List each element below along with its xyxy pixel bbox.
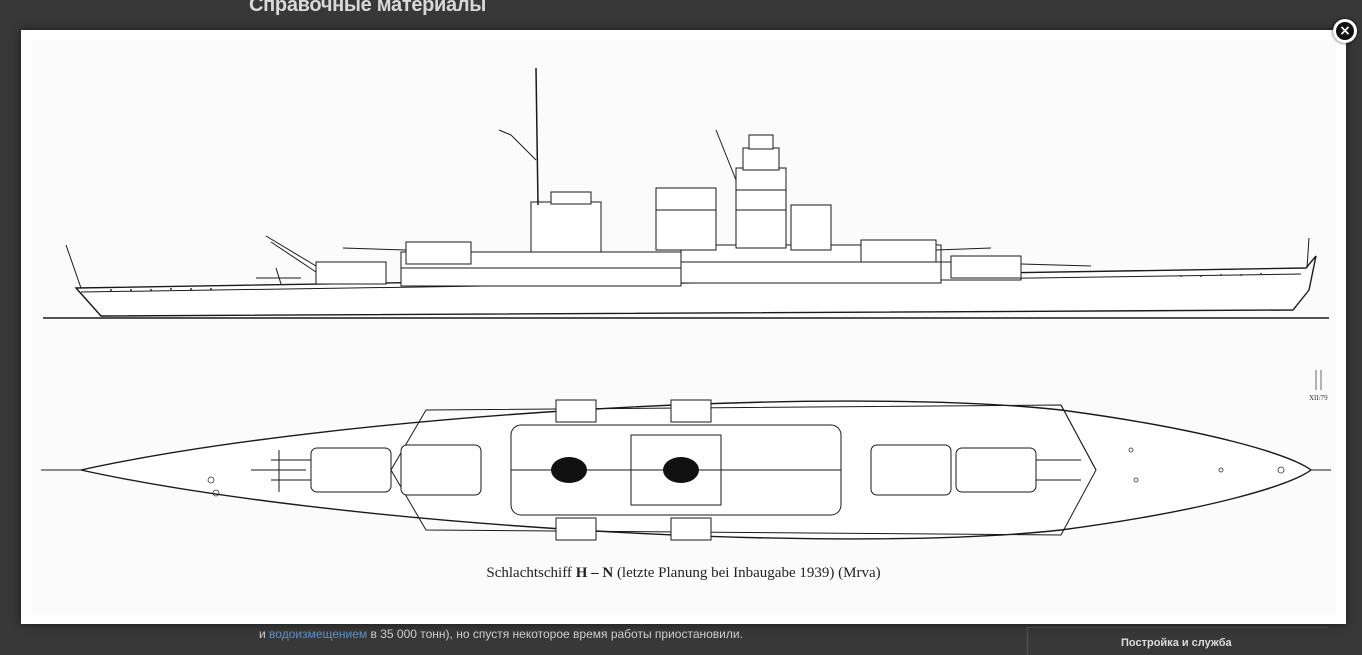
drawing-signature: XII/79 — [1309, 394, 1328, 402]
close-icon: × — [1336, 22, 1354, 40]
article-text-suffix: в 35 000 тонн), но спустя некоторое врем… — [367, 627, 743, 641]
caption-prefix: Schlachtschiff — [486, 565, 576, 581]
ship-drawing-image: XII/79 — [31, 40, 1336, 614]
article-text: и водоизмещением в 35 000 тонн), но спус… — [259, 627, 743, 641]
lightbox-close-button[interactable]: × — [1333, 19, 1357, 43]
caption-ship-name: H – N — [575, 565, 614, 581]
caption-suffix: (letzte Planung bei Inbaugabe 1939) (Mrv… — [613, 565, 881, 581]
drawing-caption: Schlachtschiff H – N (letzte Planung bei… — [31, 565, 1336, 582]
page-heading: Справочные материалы — [249, 0, 487, 16]
ship-drawing: XII/79 — [41, 67, 1331, 541]
article-text-prefix: и — [259, 627, 270, 641]
displacement-link[interactable]: водоизмещением — [269, 627, 368, 641]
sidebar-title: Постройка и служба — [1121, 637, 1232, 649]
lightbox: XII/79 — [21, 30, 1346, 624]
sidebar-box — [1027, 627, 1328, 655]
